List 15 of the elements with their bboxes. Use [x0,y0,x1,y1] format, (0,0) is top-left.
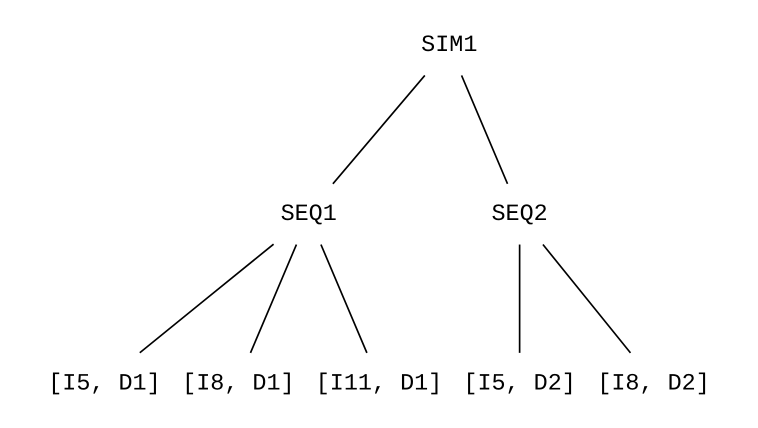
node-text: SIM1 [421,32,478,60]
node-text: [I5, D1] [48,370,161,398]
node-text: [I8, D1] [182,370,295,398]
node-text: SEQ1 [280,201,337,228]
node-text: [I5, D2] [463,370,576,398]
node-text: [I11, D1] [316,370,442,398]
node-text: SEQ2 [492,201,548,228]
connector [139,244,274,354]
node-text: [I8, D2] [597,370,710,398]
connector [460,75,508,184]
connector [518,244,520,353]
connector [320,244,368,354]
connector [542,244,632,354]
connector [250,244,298,354]
connector [332,74,426,184]
